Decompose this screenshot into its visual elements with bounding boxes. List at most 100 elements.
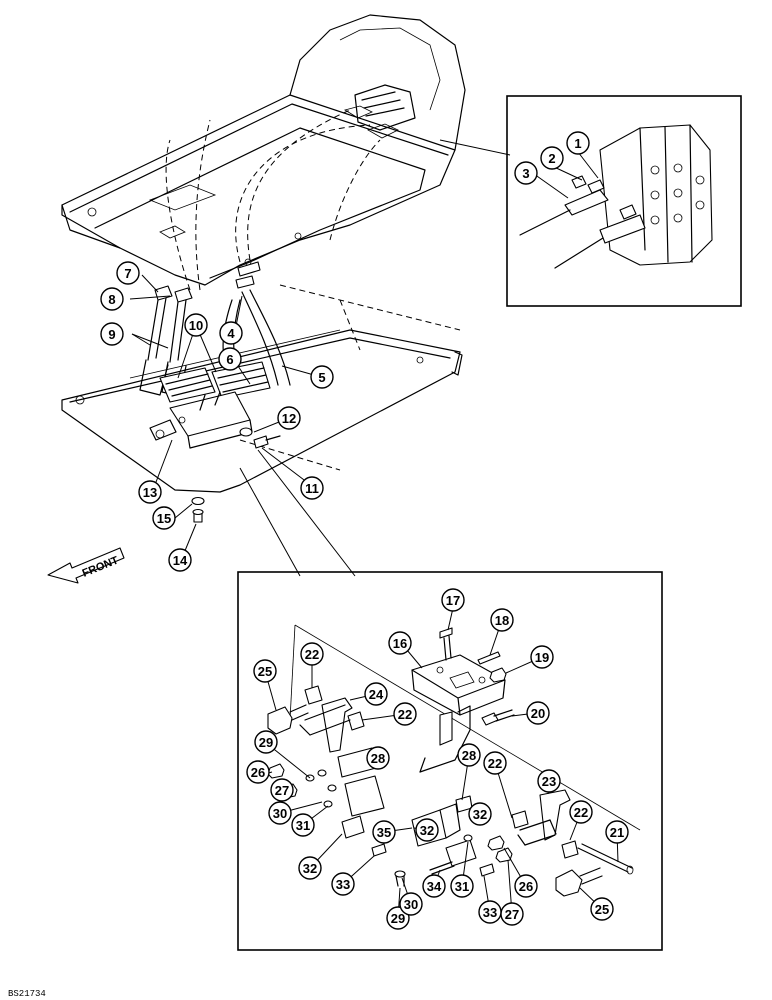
callout-label: 33 <box>336 877 350 892</box>
callout-label: 22 <box>574 805 588 820</box>
callout-circle <box>168 548 192 572</box>
callout-32: 32 <box>415 818 439 842</box>
callout-label: 30 <box>273 806 287 821</box>
callout-label: 2 <box>548 151 555 166</box>
callout-17: 17 <box>441 588 465 612</box>
callout-22: 22 <box>300 642 324 666</box>
front-arrow: FRONT <box>47 547 125 584</box>
callout-26: 26 <box>514 874 538 898</box>
callout-4: 4 <box>219 321 243 345</box>
callout-2: 2 <box>540 146 564 170</box>
callout-label: 34 <box>427 879 442 894</box>
callout-circle <box>254 730 278 754</box>
callout-label: 31 <box>455 879 469 894</box>
callout-label: 24 <box>369 687 384 702</box>
callout-label: 8 <box>108 292 115 307</box>
callout-label: 11 <box>305 481 319 496</box>
callout-label: 33 <box>483 905 497 920</box>
callout-27: 27 <box>270 778 294 802</box>
callout-26: 26 <box>246 760 270 784</box>
callout-30: 30 <box>268 801 292 825</box>
callout-circle <box>399 892 423 916</box>
callout-28: 28 <box>366 746 390 770</box>
callout-label: 32 <box>473 807 487 822</box>
callout-18: 18 <box>490 608 514 632</box>
callout-label: 18 <box>495 613 509 628</box>
callout-33: 33 <box>478 900 502 924</box>
callout-label: 23 <box>542 774 556 789</box>
callouts: 1234567891011121314151617181920212222222… <box>100 131 629 930</box>
callout-label: 22 <box>305 647 319 662</box>
callout-circle <box>300 476 324 500</box>
callout-circle <box>490 608 514 632</box>
callout-label: 12 <box>282 411 296 426</box>
callout-5: 5 <box>310 365 334 389</box>
callout-circle <box>422 874 446 898</box>
callout-15: 15 <box>152 506 176 530</box>
callout-circle <box>514 161 538 185</box>
callout-25: 25 <box>253 659 277 683</box>
callout-circle <box>218 347 242 371</box>
callout-circle <box>415 818 439 842</box>
callout-label: 25 <box>258 664 272 679</box>
callout-circle <box>366 746 390 770</box>
callout-circle <box>441 588 465 612</box>
callout-label: 3 <box>522 166 529 181</box>
callout-circle <box>310 365 334 389</box>
callout-circle <box>268 801 292 825</box>
callout-label: 16 <box>393 636 407 651</box>
callout-22: 22 <box>393 702 417 726</box>
callout-circle <box>246 760 270 784</box>
callout-11: 11 <box>300 476 324 500</box>
callout-label: 5 <box>318 370 325 385</box>
callout-14: 14 <box>168 548 192 572</box>
callout-32: 32 <box>298 856 322 880</box>
callout-label: 1 <box>574 136 581 151</box>
callout-circle <box>569 800 593 824</box>
callout-label: 20 <box>531 706 545 721</box>
callout-circle <box>291 813 315 837</box>
callout-label: 30 <box>404 897 418 912</box>
callout-label: 7 <box>124 266 131 281</box>
callout-circle <box>270 778 294 802</box>
callout-label: 17 <box>446 593 460 608</box>
callout-circle <box>468 802 492 826</box>
callout-22: 22 <box>483 751 507 775</box>
callout-circle <box>457 743 481 767</box>
callout-21: 21 <box>605 820 629 844</box>
callout-13: 13 <box>138 480 162 504</box>
callout-19: 19 <box>530 645 554 669</box>
pedal-linkage-detail <box>237 449 663 951</box>
callout-label: 26 <box>251 765 265 780</box>
callout-circle <box>605 820 629 844</box>
callout-circle <box>152 506 176 530</box>
callout-circle <box>393 702 417 726</box>
callout-label: 28 <box>371 751 385 766</box>
callout-label: 13 <box>143 485 157 500</box>
callout-24: 24 <box>364 682 388 706</box>
callout-circle <box>388 631 412 655</box>
callout-label: 10 <box>189 318 203 333</box>
callout-label: 29 <box>259 735 273 750</box>
callout-label: 19 <box>535 650 549 665</box>
callout-16: 16 <box>388 631 412 655</box>
callout-circle <box>298 856 322 880</box>
callout-23: 23 <box>537 769 561 793</box>
callout-circle <box>372 820 396 844</box>
callout-25: 25 <box>590 897 614 921</box>
callout-30: 30 <box>399 892 423 916</box>
callout-7: 7 <box>116 261 140 285</box>
drawing-code: BS21734 <box>8 989 46 999</box>
callout-31: 31 <box>450 874 474 898</box>
callout-label: 22 <box>488 756 502 771</box>
callout-circle <box>566 131 590 155</box>
callout-27: 27 <box>500 902 524 926</box>
callout-34: 34 <box>422 874 446 898</box>
callout-circle <box>331 872 355 896</box>
inset-connector-upper <box>439 139 511 156</box>
callout-6: 6 <box>218 347 242 371</box>
callout-circle <box>478 900 502 924</box>
callout-circle <box>526 701 550 725</box>
callout-circle <box>514 874 538 898</box>
callout-circle <box>530 645 554 669</box>
